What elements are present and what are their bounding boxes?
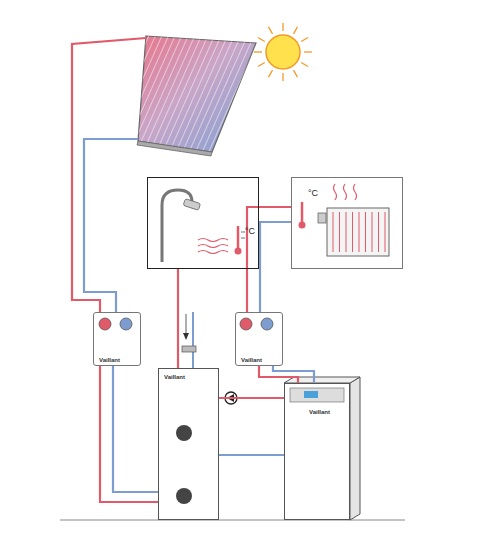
pipe xyxy=(100,366,158,502)
shower-icon xyxy=(162,190,245,262)
radiator-icon xyxy=(299,184,390,256)
temperature-label: °C xyxy=(245,227,255,236)
brand-label: Vaillant xyxy=(241,357,262,363)
storage-tank: Vaillant xyxy=(158,368,219,520)
pipe-connector xyxy=(100,366,158,502)
pipe xyxy=(259,366,298,383)
temperature-label: °C xyxy=(308,189,318,198)
boiler-housing xyxy=(284,377,360,520)
station-dials xyxy=(99,318,273,330)
solar-flow-pipe xyxy=(72,38,146,312)
ground-line xyxy=(60,520,405,521)
tank-heat-exchangers xyxy=(176,425,192,504)
pipe xyxy=(260,222,291,312)
brand-label: Vaillant xyxy=(99,357,120,363)
radiator-panel: °C xyxy=(291,177,403,269)
solar-collector xyxy=(137,36,256,156)
pipe xyxy=(177,269,179,368)
shower-panel: °C xyxy=(147,177,259,269)
brand-label: Vaillant xyxy=(309,409,330,415)
cold-water-inlet xyxy=(182,312,196,368)
sun xyxy=(254,23,312,81)
pipe xyxy=(219,397,284,399)
pipe-connector xyxy=(247,207,291,312)
solar-return-pipe xyxy=(84,139,138,312)
heating-station: Vaillant xyxy=(235,312,283,366)
pipe xyxy=(247,207,291,312)
pipe-connector xyxy=(259,366,314,383)
pipe xyxy=(113,366,158,492)
pipe-connector xyxy=(178,269,179,368)
brand-label: Vaillant xyxy=(164,374,185,380)
pipe-connector xyxy=(219,398,284,455)
boiler: Vaillant xyxy=(284,383,350,520)
solar-station: Vaillant xyxy=(93,312,141,366)
pipe xyxy=(219,454,284,456)
pipe xyxy=(273,366,314,383)
